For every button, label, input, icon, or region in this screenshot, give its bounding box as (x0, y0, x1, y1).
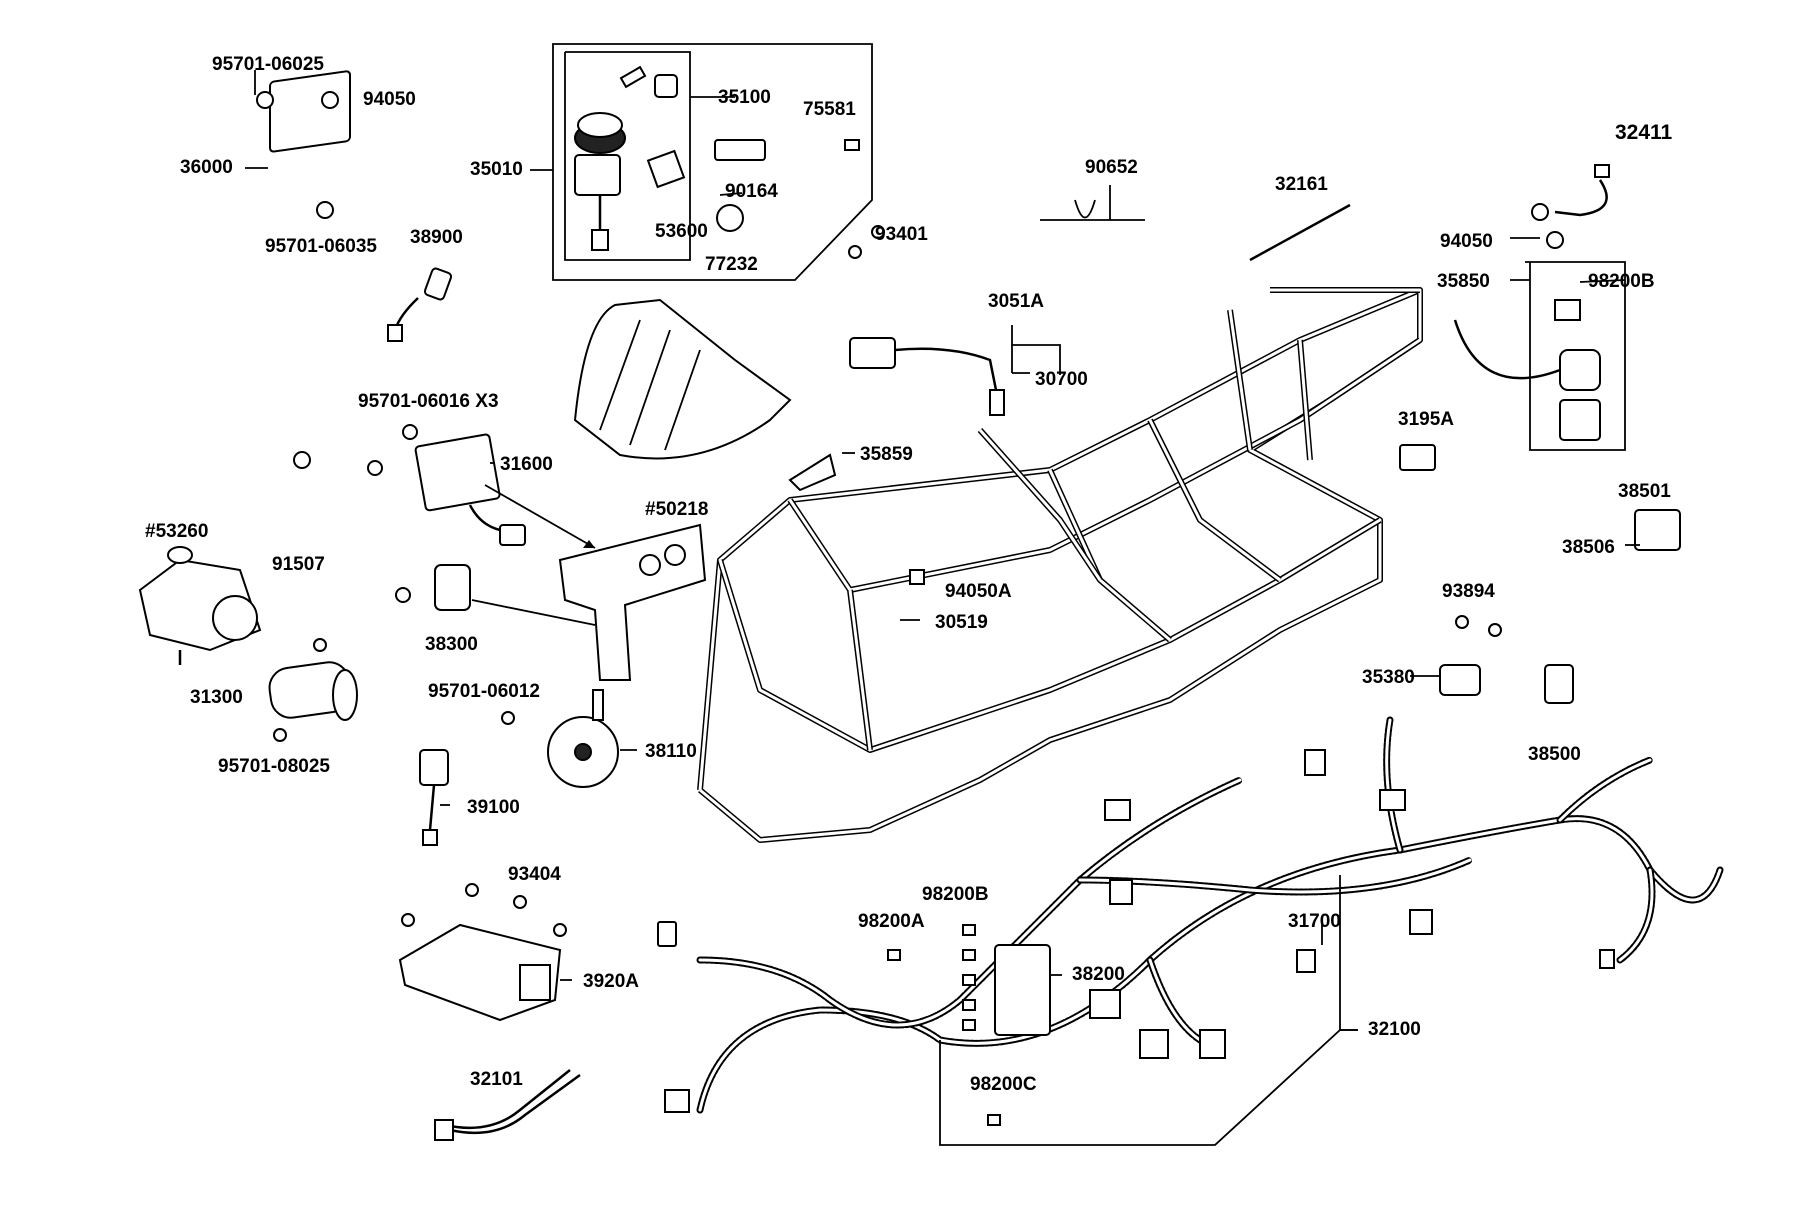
label-39100: 39100 (467, 797, 520, 818)
label-31700: 31700 (1288, 911, 1341, 932)
sensor-38900-part (387, 267, 453, 342)
bracket-35859-part (788, 453, 837, 492)
label-93401: 93401 (875, 224, 928, 245)
label-38200: 38200 (1072, 964, 1125, 985)
label-50218: #50218 (645, 499, 709, 520)
label-94050: 94050 (363, 89, 416, 110)
relay-38500-part (1544, 664, 1574, 704)
starter-relay-35850-part (1453, 299, 1601, 441)
harness-32101-part (434, 1069, 581, 1141)
bolt-95701-06012-part (501, 711, 515, 725)
label-32411: 32411 (1615, 121, 1673, 144)
key-switch-group-box (552, 43, 873, 281)
label-98200A: 98200A (858, 911, 925, 932)
label-31300: 31300 (190, 687, 243, 708)
front-cover-part (573, 298, 792, 460)
regulator-31600-part (367, 424, 526, 546)
label-38110: 38110 (645, 741, 697, 762)
main-harness-32100-part (657, 716, 1724, 1114)
label-35100: 35100 (718, 87, 771, 108)
label-3920A: 3920A (583, 971, 639, 992)
key-switch-part (574, 65, 766, 251)
ignition-coil-part (849, 337, 1005, 416)
label-93404: 93404 (508, 864, 561, 885)
label-93894: 93894 (1442, 581, 1495, 602)
label-95701-06012: 95701-06012 (428, 681, 540, 702)
label-35850: 35850 (1437, 271, 1490, 292)
label-95701-06025: 95701-06025 (212, 54, 324, 75)
bolt-91507-part (293, 451, 311, 469)
label-38500: 38500 (1528, 744, 1581, 765)
label-38300: 38300 (425, 634, 478, 655)
label-90652: 90652 (1085, 157, 1138, 178)
label-53260: #53260 (145, 521, 209, 542)
label-94050A: 94050A (945, 581, 1012, 602)
label-94050-right: 94050 (1440, 231, 1493, 252)
label-98200B-mid: 98200B (922, 884, 989, 905)
label-35859: 35859 (860, 444, 913, 465)
tie-32161-part (1249, 203, 1351, 262)
label-53600: 53600 (655, 221, 708, 242)
label-98200B-top: 98200B (1588, 271, 1655, 292)
fuse-set-part (887, 924, 1001, 1126)
relay-38501-part (1634, 509, 1681, 551)
key-switch-inner-box (564, 51, 691, 261)
label-31600: 31600 (500, 454, 553, 475)
battery-cable-32411-part (1531, 164, 1610, 221)
label-90164: 90164 (725, 181, 778, 202)
relay-38300-part (434, 564, 471, 611)
vehicle-frame (697, 287, 1423, 843)
label-38900: 38900 (410, 227, 463, 248)
label-3051A: 3051A (988, 291, 1044, 312)
label-36000: 36000 (180, 157, 233, 178)
label-30700: 30700 (1035, 369, 1088, 390)
horn-38110-part (547, 689, 619, 788)
nut-94050A-part (909, 569, 925, 585)
label-35380: 35380 (1362, 667, 1415, 688)
sensor-3195A-part (1399, 444, 1436, 471)
starter-31300-part (268, 638, 358, 742)
fuse-box-38200-part (994, 944, 1051, 1036)
label-95701-06035: 95701-06035 (265, 236, 377, 257)
label-38501: 38501 (1618, 481, 1671, 502)
bracket-50218-part (558, 523, 707, 681)
label-32100: 32100 (1368, 1019, 1421, 1040)
relay-39100-part (419, 749, 449, 846)
ecu-3920A-part (398, 923, 562, 1022)
relay-31700-part (1296, 949, 1316, 973)
label-38506: 38506 (1562, 537, 1615, 558)
regulator-36000-part (256, 70, 351, 219)
label-3195A: 3195A (1398, 409, 1454, 430)
label-32161: 32161 (1275, 174, 1328, 195)
clip-75581-part (844, 139, 860, 151)
nut-94050-part (1546, 231, 1564, 249)
sensor-35380-part (1439, 664, 1481, 696)
motor-53260-part (138, 546, 262, 665)
label-98200C: 98200C (970, 1074, 1037, 1095)
label-77232: 77232 (705, 254, 758, 275)
label-75581: 75581 (803, 99, 856, 120)
label-91507: 91507 (272, 554, 325, 575)
label-95701-08025: 95701-08025 (218, 756, 330, 777)
label-35010: 35010 (470, 159, 523, 180)
label-32101: 32101 (470, 1069, 523, 1090)
label-30519: 30519 (935, 612, 988, 633)
clip-90652-part (1040, 199, 1145, 221)
label-95701-06016: 95701-06016 X3 (358, 391, 499, 412)
